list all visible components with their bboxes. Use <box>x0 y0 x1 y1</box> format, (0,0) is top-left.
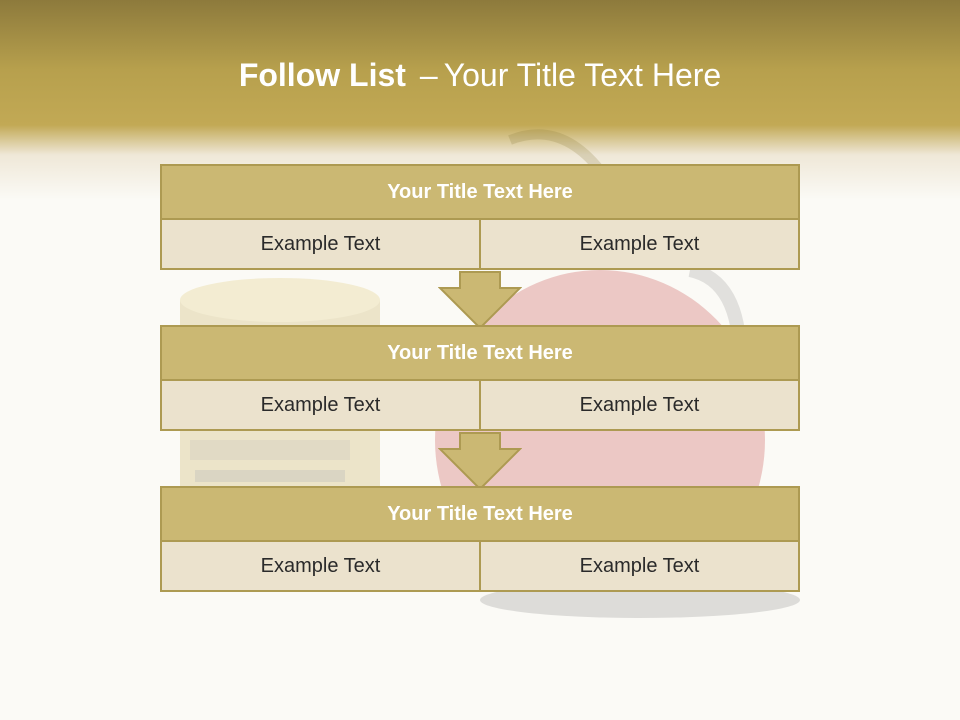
block-row: Example Text Example Text <box>160 220 800 270</box>
slide-title-rest: Your Title Text Here <box>443 57 722 93</box>
block-title: Your Title Text Here <box>160 325 800 381</box>
block-cell-right: Example Text <box>481 542 800 592</box>
block-title: Your Title Text Here <box>160 164 800 220</box>
slide-title-separator: – <box>419 57 438 93</box>
list-block-3: Your Title Text Here Example Text Exampl… <box>160 486 800 592</box>
block-cell-left: Example Text <box>160 381 481 431</box>
block-cell-right: Example Text <box>481 381 800 431</box>
block-row: Example Text Example Text <box>160 381 800 431</box>
slide-title: Follow List–Your Title Text Here <box>0 54 960 96</box>
slide-title-bold: Follow List <box>238 57 406 93</box>
block-cell-left: Example Text <box>160 220 481 270</box>
list-block-1: Your Title Text Here Example Text Exampl… <box>160 164 800 270</box>
block-row: Example Text Example Text <box>160 542 800 592</box>
block-cell-right: Example Text <box>481 220 800 270</box>
list-block-2: Your Title Text Here Example Text Exampl… <box>160 325 800 431</box>
block-cell-left: Example Text <box>160 542 481 592</box>
down-arrow-icon <box>438 271 522 330</box>
down-arrow-icon <box>438 432 522 491</box>
block-title: Your Title Text Here <box>160 486 800 542</box>
